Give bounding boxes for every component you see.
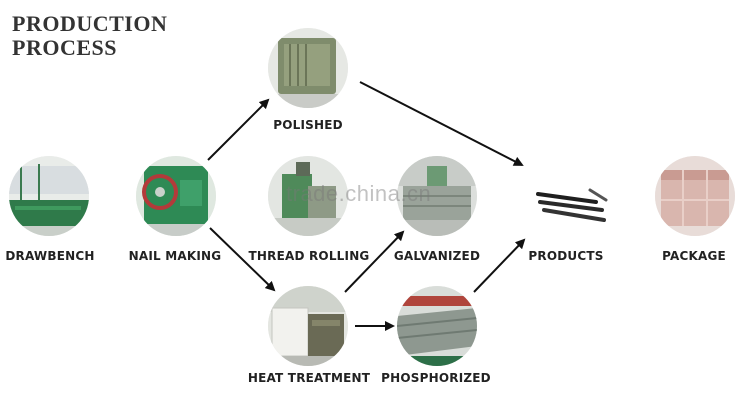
products-label: PRODUCTS [528,249,604,263]
nail-making-image [136,156,216,236]
thread-rolling-image [268,156,348,236]
galvanized-image [397,156,477,236]
thread-rolling-label: THREAD ROLLING [248,249,370,263]
galvanized-label: GALVANIZED [393,249,481,263]
arrow-heat-treatment-to-galvanized [344,230,405,293]
watermark: trade.china.cn [286,181,432,206]
drawbench-image [9,156,89,236]
arrow-polished-to-products [359,81,524,166]
heat-treatment-label: HEAT TREATMENT [247,371,371,385]
phosphorized-image [397,286,477,366]
polished-label: POLISHED [273,118,343,132]
phosphorized-label: PHOSPHORIZED [381,371,491,385]
title-line-1: PRODUCTION [12,11,168,36]
arrow-nail-making-to-polished [207,98,270,161]
heat-treatment-image [268,286,348,366]
package-image [655,156,735,236]
page-title: PRODUCTION PROCESS [12,12,167,60]
nail-making-label: NAIL MAKING [128,249,222,263]
arrow-phosphorized-to-products [473,238,526,293]
polished-image [268,28,348,108]
products-image [530,170,610,230]
package-label: PACKAGE [662,249,726,263]
title-line-2: PROCESS [12,35,117,60]
arrow-nail-making-to-heat-treatment [209,227,276,292]
drawbench-label: DRAWBENCH [5,249,95,263]
